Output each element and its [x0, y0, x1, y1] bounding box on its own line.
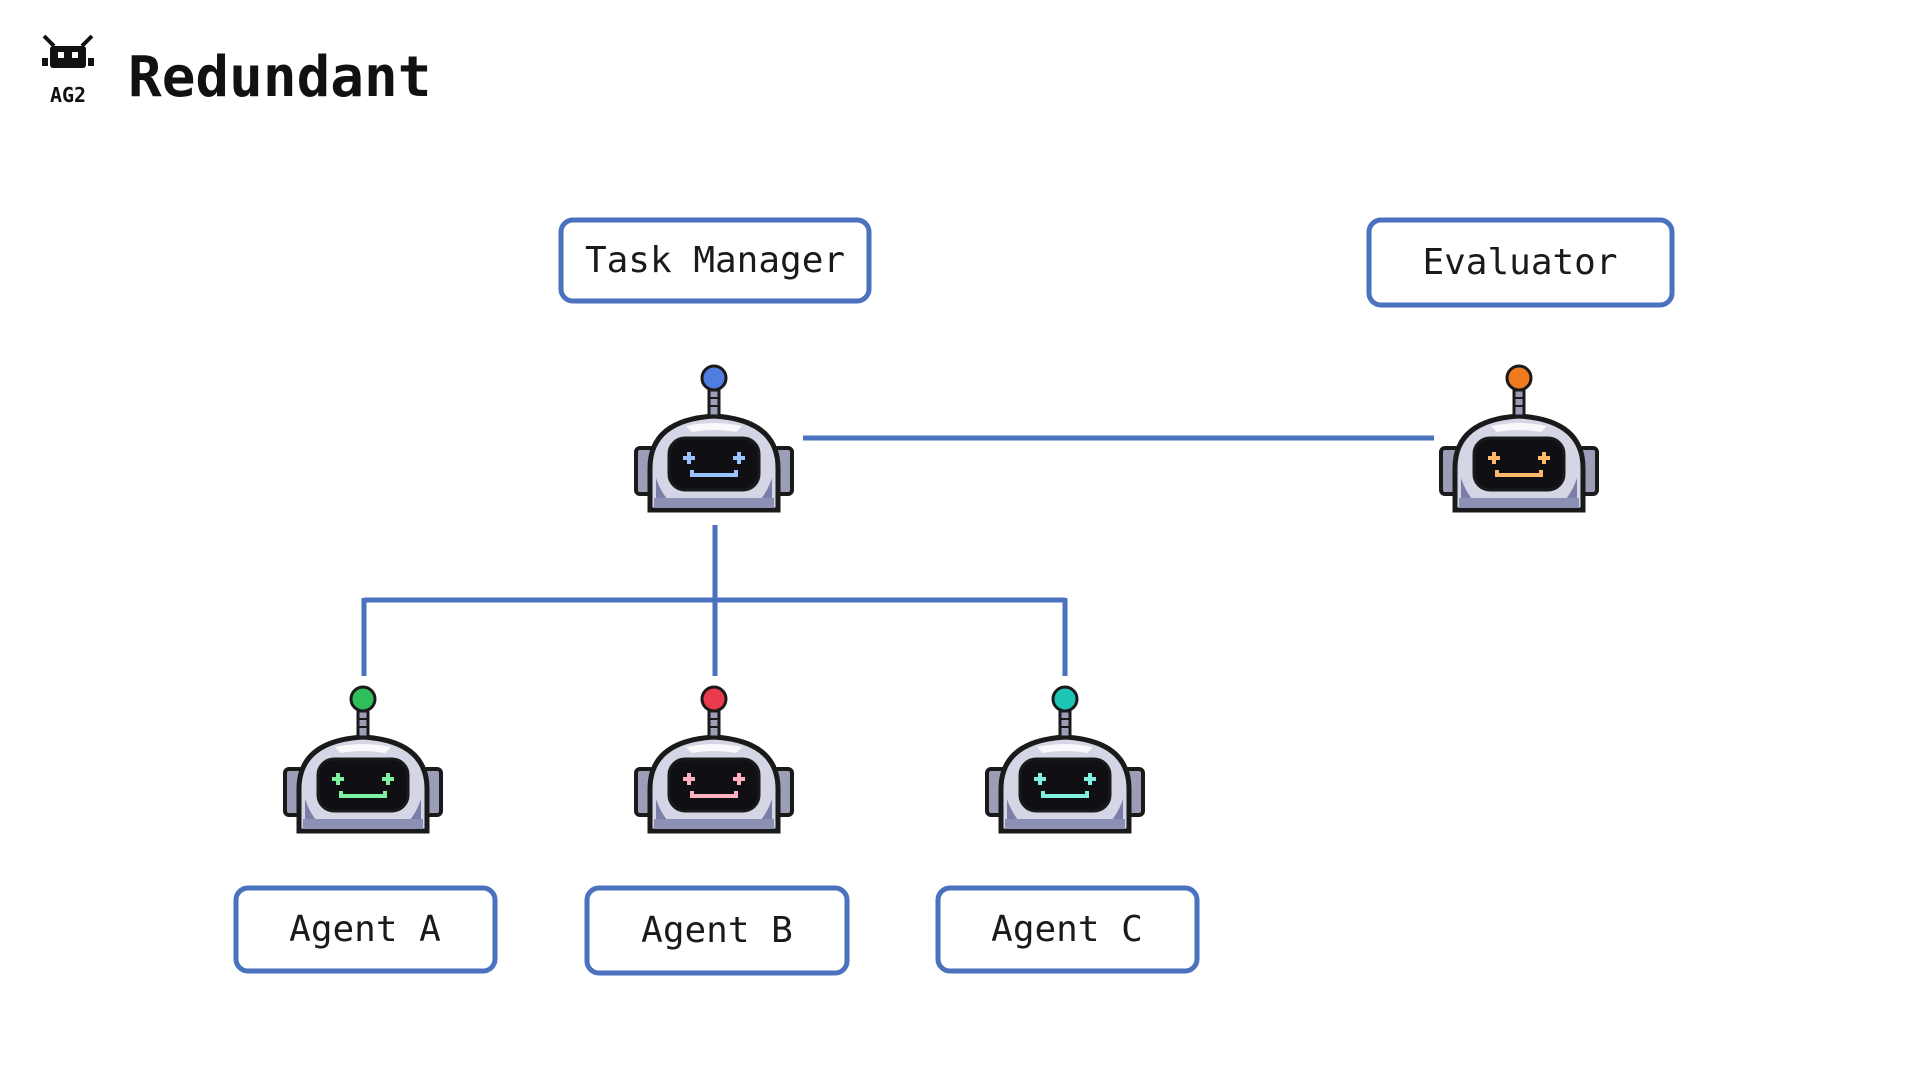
agent-c-label: Agent C: [991, 909, 1143, 950]
antenna-bulb: [700, 364, 728, 392]
node-evaluator[interactable]: Evaluator: [1366, 217, 1675, 510]
task-manager-label-box: [558, 217, 872, 304]
task-manager-label: Task Manager: [585, 240, 845, 281]
agent-b-label-box: [584, 885, 850, 976]
antenna-bulb: [349, 685, 377, 713]
agent-b-robot-icon: [636, 685, 792, 831]
node-task-manager[interactable]: Task Manager: [558, 217, 872, 510]
agent-a-robot-icon: [285, 685, 441, 831]
node-agent-c[interactable]: Agent C: [935, 685, 1200, 974]
page-title: Redundant: [128, 45, 431, 110]
node-agent-a[interactable]: Agent A: [233, 685, 498, 974]
connectors: [361, 435, 1434, 676]
agent-c-robot-icon: [987, 685, 1143, 831]
agent-a-label: Agent A: [289, 909, 441, 950]
agent-c-label-box: [935, 885, 1200, 974]
agent-b-label: Agent B: [641, 910, 793, 951]
antenna-bulb: [1051, 685, 1079, 713]
antenna-bulb: [700, 685, 728, 713]
evaluator-robot-icon: [1441, 364, 1597, 510]
logo-icon: [42, 34, 94, 68]
antenna-bulb: [1505, 364, 1533, 392]
node-agent-b[interactable]: Agent B: [584, 685, 850, 976]
logo: AG2: [42, 34, 94, 107]
agent-a-label-box: [233, 885, 498, 974]
evaluator-label-box: [1366, 217, 1675, 308]
logo-text: AG2: [50, 83, 86, 107]
evaluator-label: Evaluator: [1422, 242, 1617, 283]
task-manager-robot-icon: [636, 364, 792, 510]
